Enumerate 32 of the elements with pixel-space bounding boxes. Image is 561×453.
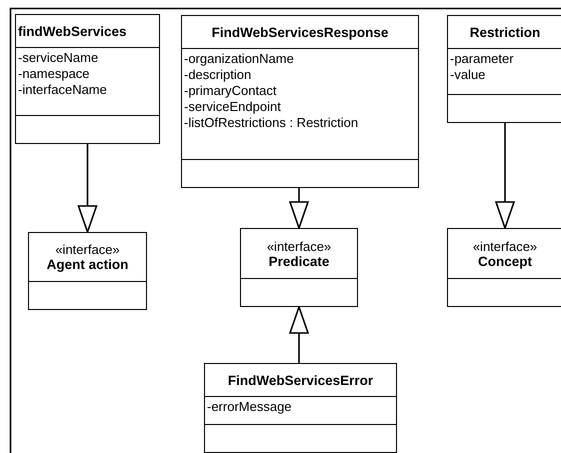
attribute-text: -listOfRestrictions : Restriction <box>184 115 360 131</box>
class-box <box>447 15 561 123</box>
class-box <box>15 14 160 144</box>
stereotype-label: «interface» <box>266 238 332 254</box>
class-name: Agent action <box>46 257 128 272</box>
attribute-text: -description <box>184 67 252 83</box>
class-box <box>181 15 419 188</box>
attribute-text: -interfaceName <box>18 82 108 98</box>
class-name: FindWebServicesError <box>228 372 374 388</box>
class-name: Concept <box>478 254 532 268</box>
attribute-text: -organizationName <box>184 51 295 67</box>
interface-box <box>28 232 147 310</box>
generalization-arrow <box>78 144 98 233</box>
generalization-arrow <box>289 306 309 363</box>
class-box <box>204 363 397 453</box>
interface-box <box>240 228 358 307</box>
class-name: Restriction <box>470 24 540 40</box>
attribute-text: -serviceName <box>18 50 100 66</box>
attribute-text: -value <box>450 67 486 83</box>
class-name: findWebServices <box>18 24 127 38</box>
attribute-text: -errorMessage <box>207 399 293 415</box>
generalization-arrow <box>289 188 309 229</box>
interface-box <box>447 228 561 307</box>
class-name: Predicate <box>268 254 330 268</box>
attribute-text: -parameter <box>450 51 515 67</box>
stereotype-label: «interface» <box>55 242 120 257</box>
attribute-text: -namespace <box>18 66 91 82</box>
generalization-arrow <box>495 123 515 229</box>
attribute-text: -primaryContact <box>184 83 278 99</box>
class-name: FindWebServicesResponse <box>212 24 388 40</box>
attribute-text: -serviceEndpoint <box>184 99 282 115</box>
stereotype-label: «interface» <box>472 238 538 254</box>
